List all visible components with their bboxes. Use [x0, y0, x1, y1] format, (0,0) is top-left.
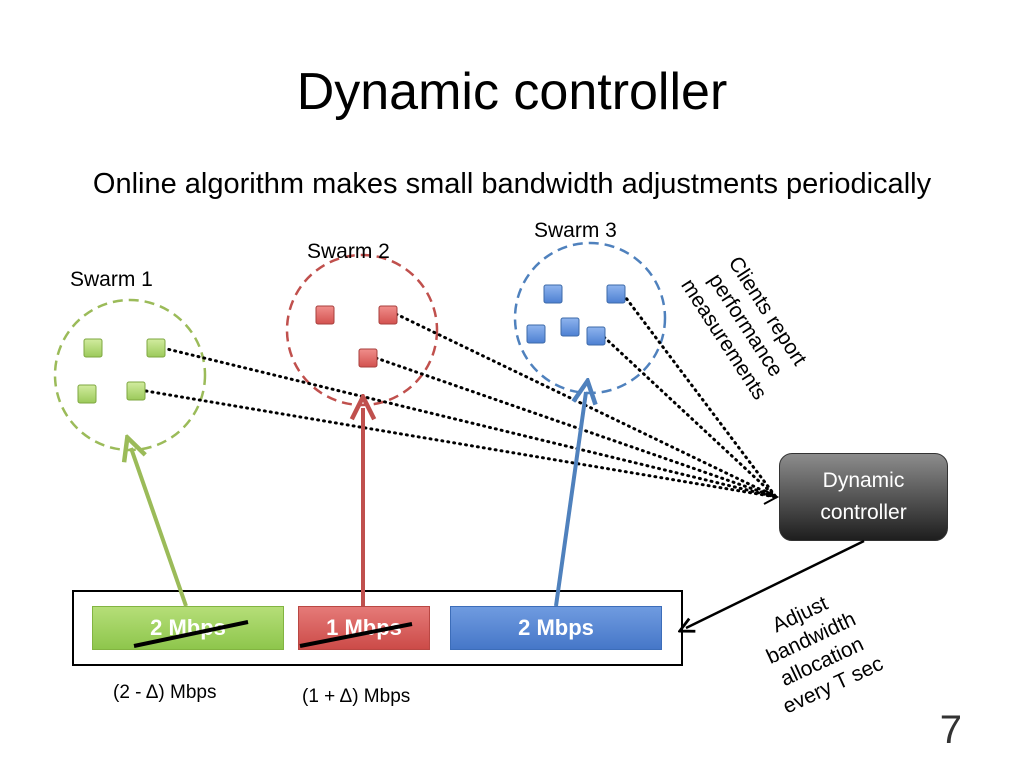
dynamic-controller-box: Dynamic controller: [779, 453, 948, 541]
swarm3-client: [560, 317, 580, 337]
swarm2-clients: [315, 305, 398, 368]
swarm3-client: [526, 324, 546, 344]
swarm3-client: [606, 284, 626, 304]
swarm1-new-bandwidth: (2 - Δ) Mbps: [113, 682, 217, 703]
swarm1-circle: [53, 298, 207, 452]
controller-label-line1: Dynamic: [822, 469, 905, 492]
swarm1-client: [83, 338, 103, 358]
page-number: 7: [939, 708, 962, 752]
swarm3-label: Swarm 3: [534, 219, 617, 242]
swarm1-client: [146, 338, 166, 358]
swarm3-bandwidth-bar: 2 Mbps: [450, 606, 662, 650]
swarm3-clients: [526, 284, 626, 346]
swarm1-client: [126, 381, 146, 401]
controller-label-line2: controller: [820, 501, 907, 524]
swarm1-label: Swarm 1: [70, 268, 153, 291]
strike-swarm2-old-value: [299, 622, 413, 648]
report-arrowhead: [763, 489, 780, 505]
strike-swarm1-old-value: [133, 620, 249, 648]
swarm2-client: [358, 348, 378, 368]
swarm2-client: [378, 305, 398, 325]
swarm1-client: [77, 384, 97, 404]
swarm3-client: [543, 284, 563, 304]
swarm1-bandwidth-arrow: [131, 448, 188, 607]
swarm2-label: Swarm 2: [307, 240, 390, 263]
swarm1-clients: [77, 338, 166, 404]
swarm2-new-bandwidth: (1 + Δ) Mbps: [302, 686, 411, 707]
adjust-allocation-arrow: [686, 539, 865, 628]
client-report-lines: [144, 292, 778, 499]
swarm2-client: [315, 305, 335, 325]
swarm3-client: [586, 326, 606, 346]
slide-subtitle: Online algorithm makes small bandwidth a…: [92, 168, 932, 200]
swarm3-bandwidth-arrow: [554, 392, 586, 607]
slide-title: Dynamic controller: [296, 63, 728, 121]
